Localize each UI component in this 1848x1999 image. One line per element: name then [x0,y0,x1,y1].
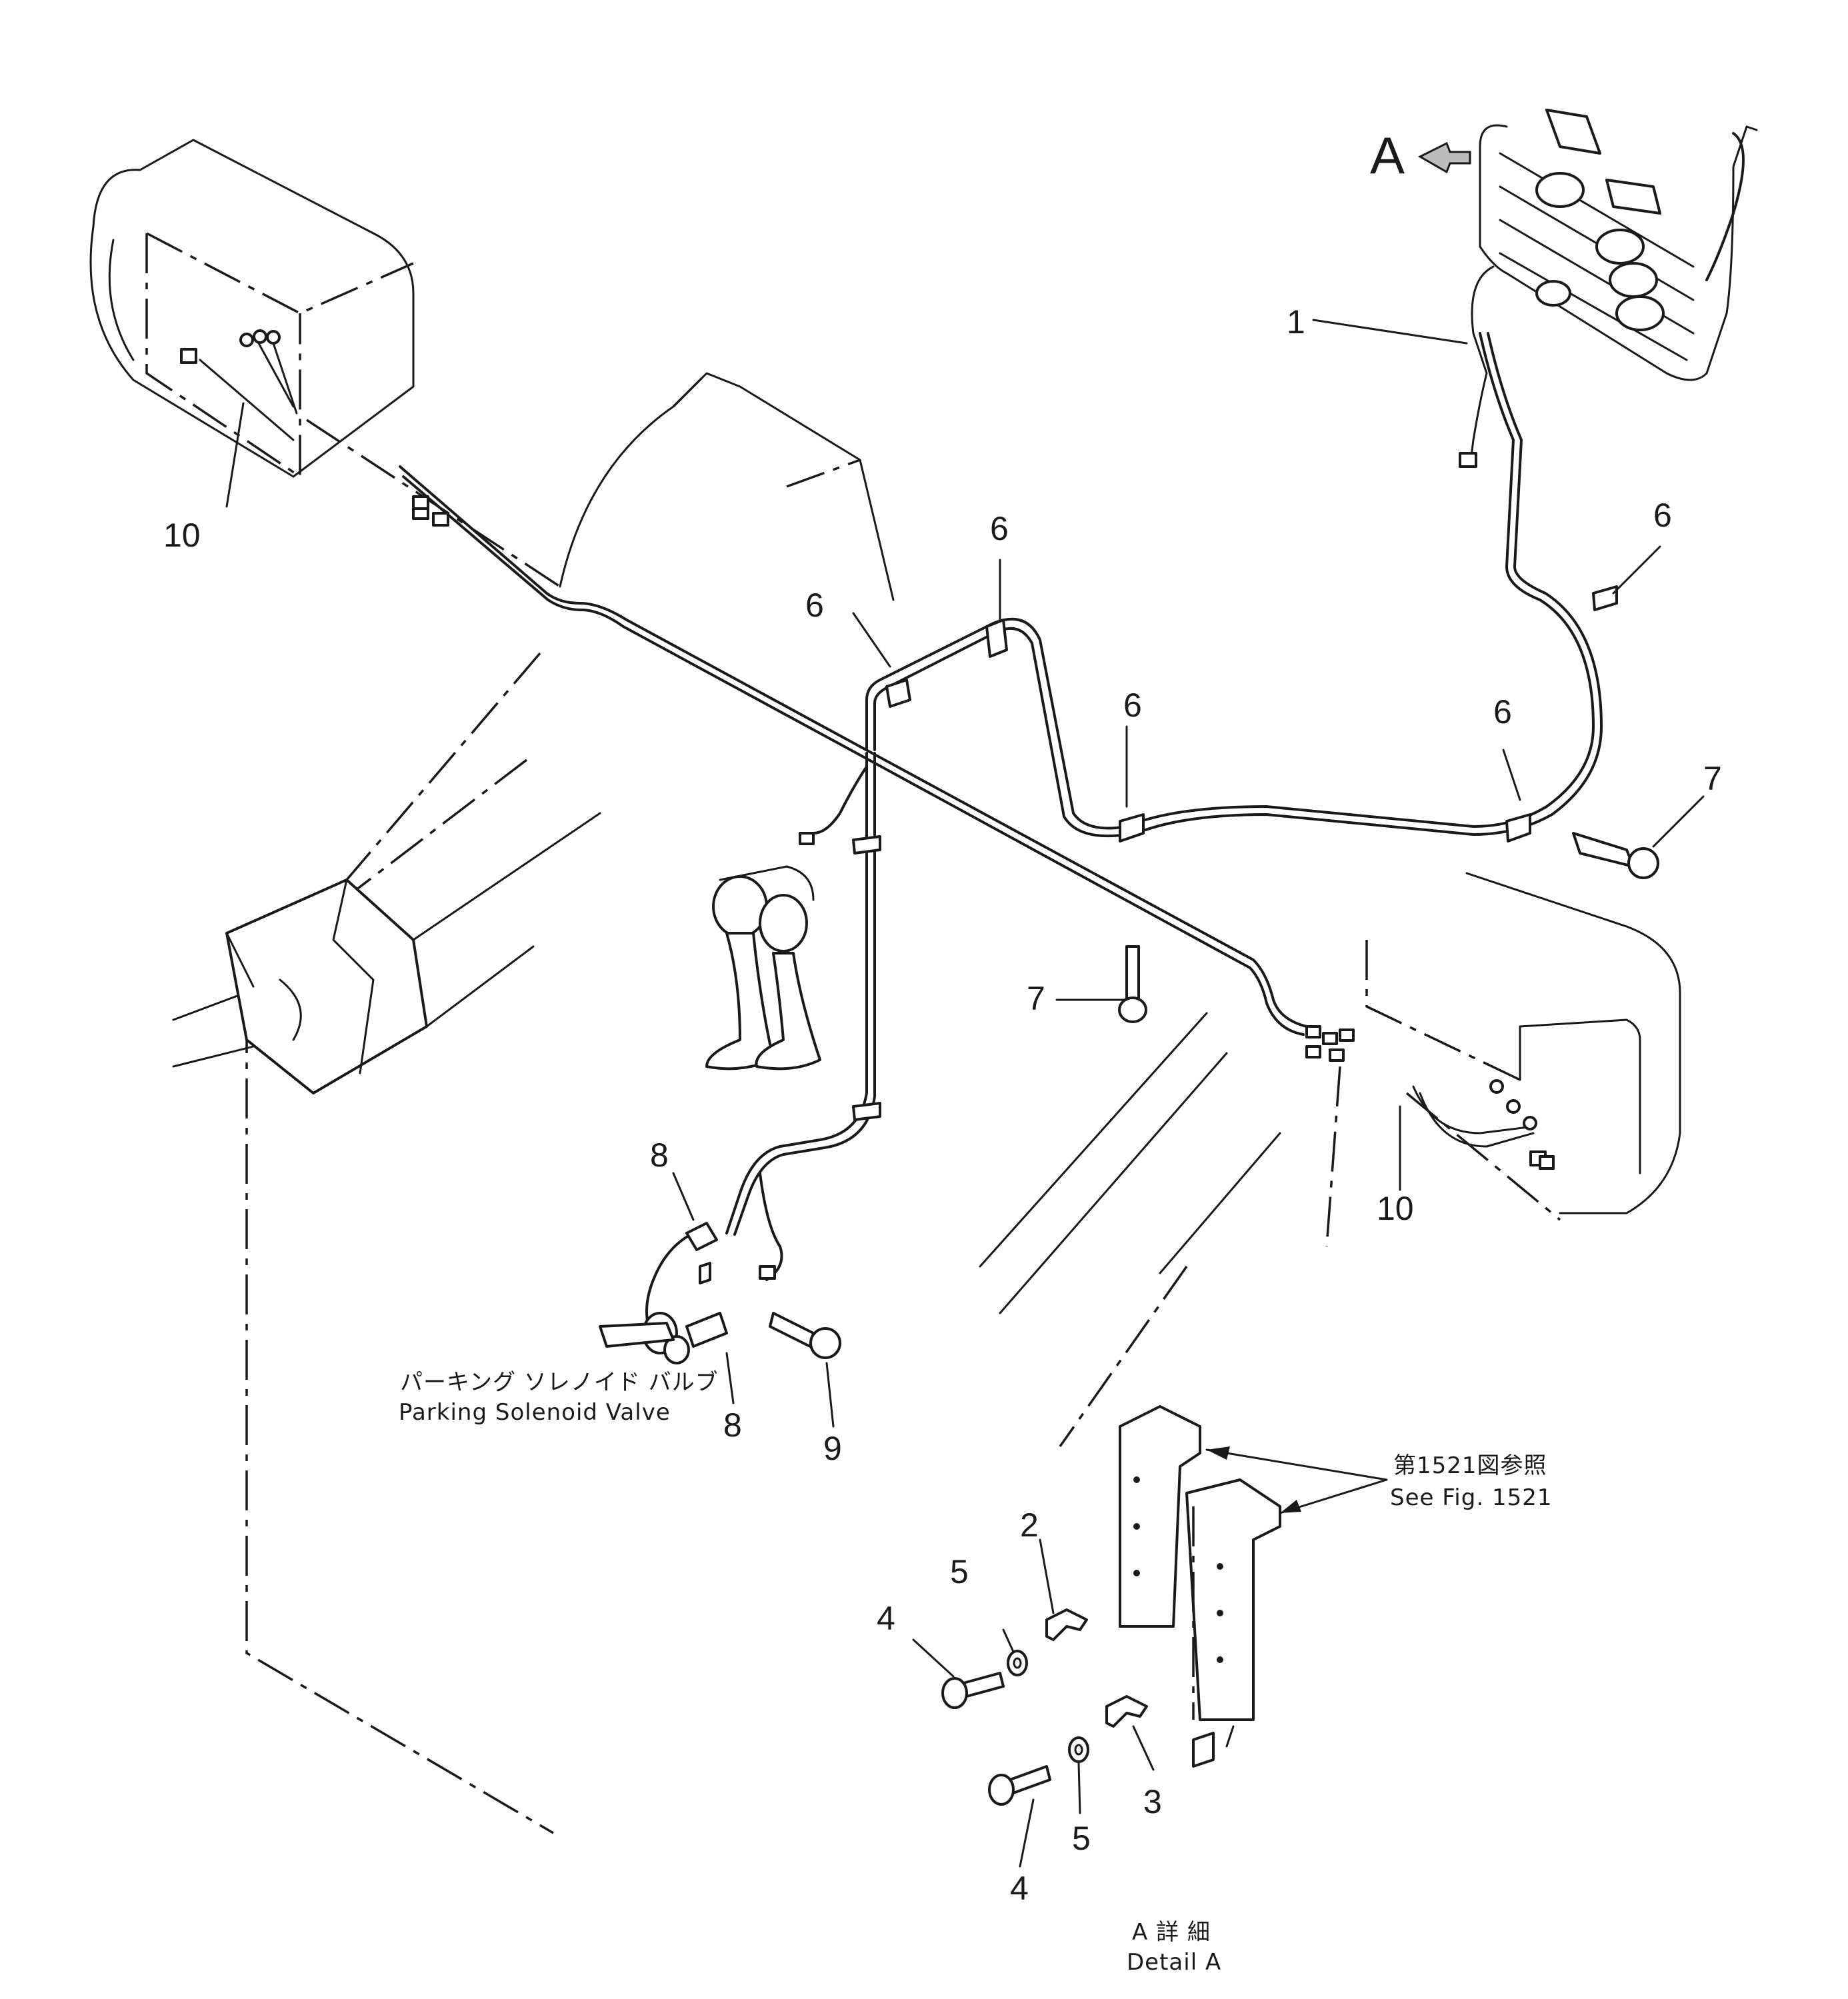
left-lamp-housing [89,139,415,479]
view-a-marker: A [1370,126,1471,185]
reference-label-japanese: 第1521図参照 [1393,1452,1547,1479]
leader-lines [225,319,1705,1868]
callout-6-a: 6 [805,587,824,624]
callout-6-e: 6 [1653,497,1672,534]
callout-4-lower: 4 [1010,1870,1029,1907]
bolt-9 [769,1312,841,1359]
callout-5-lower: 5 [1072,1820,1091,1857]
detail-label-japanese: A 詳 細 [1132,1919,1211,1946]
view-arrow-icon [1417,141,1471,174]
valve-label-japanese: パーキング ソレノイド バルブ [400,1369,719,1396]
valve-label-english: Parking Solenoid Valve [399,1399,671,1426]
callout-numbers: 1 2 3 4 4 5 5 6 6 6 6 6 7 7 8 8 9 10 10 [163,303,1722,1907]
screw-4-lower [988,1765,1051,1806]
callout-3: 3 [1143,1783,1162,1820]
callout-1: 1 [1287,303,1305,341]
reference-arrows [1205,1446,1388,1514]
detail-a-brackets [1119,1405,1281,1768]
clamp-3 [1105,1695,1148,1728]
callout-2: 2 [1020,1506,1039,1544]
bolt-7-right [1572,832,1659,879]
right-lamp-connectors [1412,1079,1555,1170]
callout-4-upper: 4 [877,1600,895,1637]
callout-8-upper: 8 [650,1136,669,1174]
detail-label-english: Detail A [1127,1949,1221,1976]
washer-5-lower [1068,1736,1089,1763]
view-marker-letter: A [1370,126,1405,185]
relay-cluster-detail-a [1459,109,1758,468]
callout-7-right: 7 [1703,760,1722,797]
main-wiring-harness [399,332,1603,1281]
reference-label-english: See Fig. 1521 [1390,1484,1552,1511]
chassis-outline [245,372,1341,1834]
axle-hub [172,812,601,1094]
callout-6-d: 6 [1493,693,1512,731]
callout-6-b: 6 [990,510,1009,547]
text-labels: パーキング ソレノイド バルブ Parking Solenoid Valve 第… [399,1369,1552,1976]
callout-6-c: 6 [1123,687,1142,724]
parking-solenoid-valve [599,1222,728,1364]
callout-10-left: 10 [163,517,201,554]
washer-5-upper [1007,1650,1028,1676]
clamp-2 [1045,1608,1088,1641]
callout-8-lower: 8 [723,1406,742,1444]
left-lamp-connectors [180,329,298,441]
callout-10-right: 10 [1377,1190,1414,1227]
callout-5-upper: 5 [950,1553,969,1590]
horn [705,865,821,1070]
right-lamp-housing [1365,872,1681,1221]
harness-connectors [412,495,1355,1280]
bolt-7-center [1118,945,1147,1023]
harness-clamps [852,585,1618,1121]
callout-9: 9 [823,1430,842,1467]
callout-7-center: 7 [1027,980,1045,1017]
screw-4-upper [941,1672,1005,1709]
